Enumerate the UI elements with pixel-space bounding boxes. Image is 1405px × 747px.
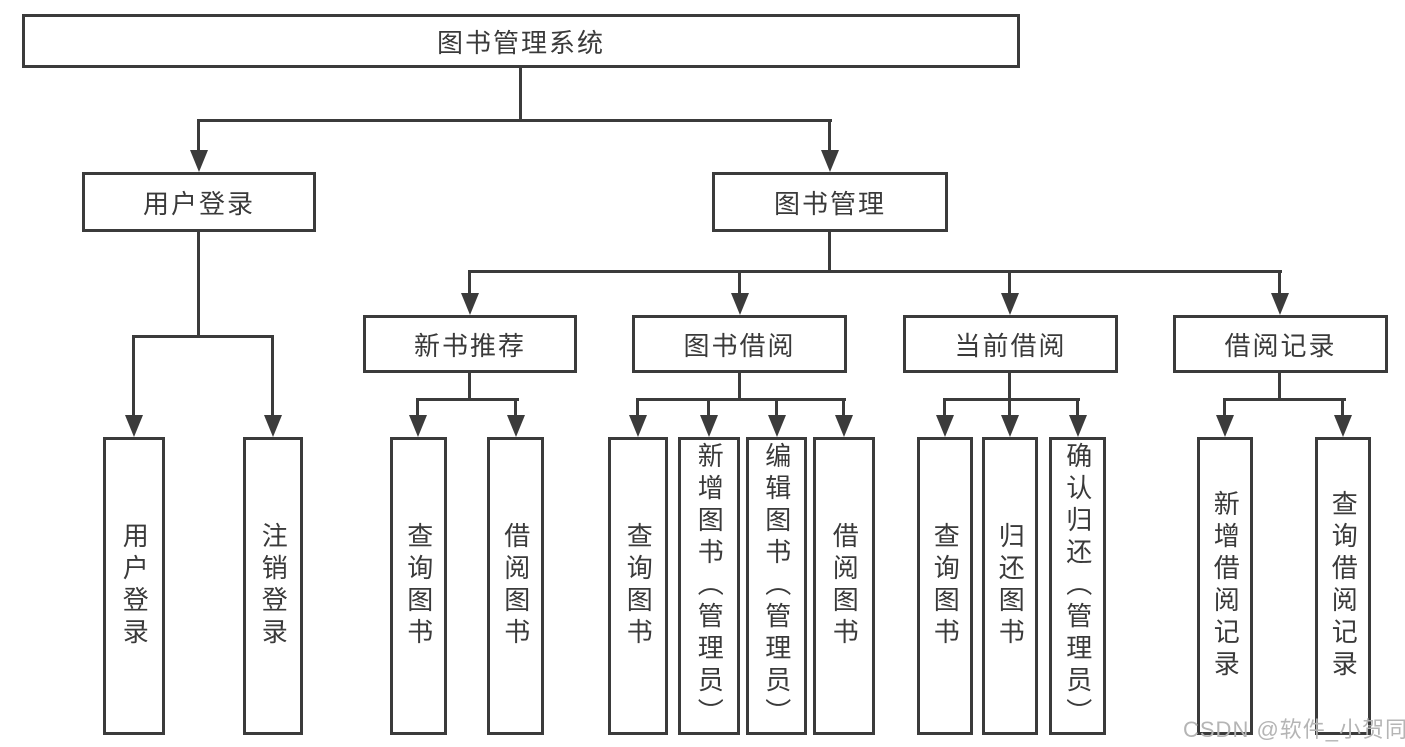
leaf-bb-query-books: 查询图书 [608,437,668,735]
leaf-br-add-record-label: 新增借阅记录 [1210,490,1241,682]
connector-vline [519,68,522,120]
connector-vline [842,398,845,417]
leaf-cb-return-books-label: 归还图书 [995,522,1026,650]
leaf-user-login: 用户登录 [103,437,165,735]
connector-vline [1008,373,1011,401]
arrow-down-icon [629,415,647,437]
connector-hline [636,398,846,401]
node-book-borrowing: 图书借阅 [632,315,847,373]
connector-hline [943,398,1080,401]
leaf-cb-query-books: 查询图书 [917,437,973,735]
connector-vline [132,335,135,418]
leaf-bb-borrow-books-label: 借阅图书 [829,522,860,650]
leaf-cb-confirm-return-admin-label: 确认归还（管理员） [1062,442,1093,730]
arrow-down-icon [1216,415,1234,437]
leaf-bb-query-books-label: 查询图书 [623,522,654,650]
connector-vline [738,373,741,401]
connector-vline [1076,398,1079,417]
leaf-bb-borrow-books: 借阅图书 [813,437,875,735]
arrow-down-icon [768,415,786,437]
connector-vline [514,398,517,417]
arrow-down-icon [125,415,143,437]
arrow-down-icon [1069,415,1087,437]
connector-hline [416,398,519,401]
connector-vline [775,398,778,417]
node-book-management: 图书管理 [712,172,948,232]
connector-vline [1278,373,1281,401]
connector-vline [1341,398,1344,417]
leaf-bb-edit-books-admin: 编辑图书（管理员） [746,437,807,735]
node-library-system-label: 图书管理系统 [436,27,605,58]
arrow-down-icon [821,150,839,172]
connector-vline [707,398,710,417]
connector-vline [828,232,831,273]
node-book-management-label: 图书管理 [773,188,886,219]
connector-hline [468,270,1282,273]
connector-vline [468,373,471,401]
connector-vline [1008,270,1011,295]
leaf-nbr-query-books: 查询图书 [390,437,447,735]
leaf-br-add-record: 新增借阅记录 [1197,437,1253,735]
node-borrowing-records-label: 借阅记录 [1224,330,1337,361]
arrow-down-icon [507,415,525,437]
connector-vline [636,398,639,417]
connector-vline [197,119,200,152]
arrow-down-icon [936,415,954,437]
leaf-logout-label: 注销登录 [258,522,289,650]
node-current-borrowing: 当前借阅 [903,315,1118,373]
arrow-down-icon [700,415,718,437]
leaf-bb-edit-books-admin-label: 编辑图书（管理员） [761,442,792,730]
arrow-down-icon [190,150,208,172]
node-user-login: 用户登录 [82,172,316,232]
arrow-down-icon [264,415,282,437]
csdn-watermark: CSDN @软件_小贺同学 [1183,717,1405,742]
arrow-down-icon [835,415,853,437]
leaf-user-login-label: 用户登录 [119,522,150,650]
connector-hline [1223,398,1346,401]
connector-vline [197,232,200,337]
leaf-nbr-borrow-books: 借阅图书 [487,437,544,735]
connector-vline [468,270,471,295]
arrow-down-icon [1334,415,1352,437]
leaf-cb-query-books-label: 查询图书 [930,522,961,650]
leaf-nbr-query-books-label: 查询图书 [403,522,434,650]
arrow-down-icon [1001,415,1019,437]
leaf-logout: 注销登录 [243,437,303,735]
connector-vline [828,119,831,152]
node-new-book-recommend: 新书推荐 [363,315,577,373]
connector-vline [1278,270,1281,295]
arrow-down-icon [1001,293,1019,315]
leaf-cb-confirm-return-admin: 确认归还（管理员） [1049,437,1106,735]
arrow-down-icon [1271,293,1289,315]
leaf-nbr-borrow-books-label: 借阅图书 [500,522,531,650]
leaf-br-query-record: 查询借阅记录 [1315,437,1371,735]
connector-vline [1223,398,1226,417]
leaf-cb-return-books: 归还图书 [982,437,1038,735]
connector-vline [1008,398,1011,417]
leaf-br-query-record-label: 查询借阅记录 [1328,490,1359,682]
node-current-borrowing-label: 当前借阅 [954,330,1067,361]
connector-hline [197,119,832,122]
leaf-bb-add-books-admin: 新增图书（管理员） [678,437,740,735]
connector-vline [738,270,741,295]
leaf-bb-add-books-admin-label: 新增图书（管理员） [694,442,725,730]
node-new-book-recommend-label: 新书推荐 [413,330,526,361]
connector-hline [132,335,274,338]
node-user-login-label: 用户登录 [142,188,255,219]
node-book-borrowing-label: 图书借阅 [683,330,796,361]
connector-vline [271,335,274,418]
arrow-down-icon [409,415,427,437]
arrow-down-icon [461,293,479,315]
connector-vline [416,398,419,417]
node-library-system: 图书管理系统 [22,14,1020,68]
node-borrowing-records: 借阅记录 [1173,315,1388,373]
arrow-down-icon [731,293,749,315]
connector-vline [943,398,946,417]
